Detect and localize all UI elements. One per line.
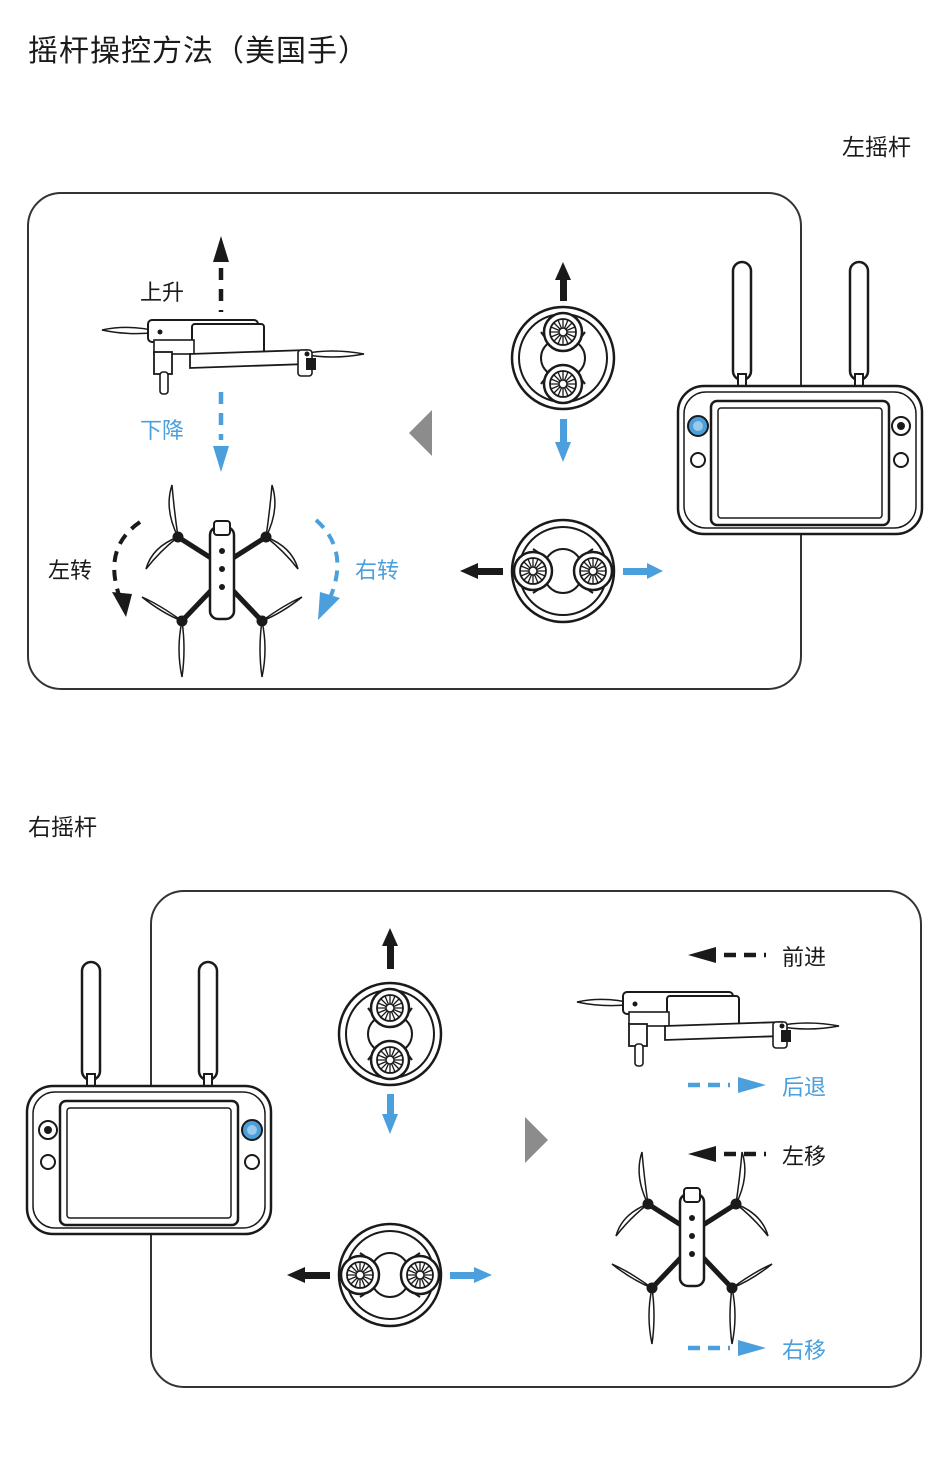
joystick-vertical-icon <box>512 307 614 409</box>
joystick-pitch-up-arrow <box>382 928 398 969</box>
forward-arrow <box>688 947 766 963</box>
joystick-yaw-right-arrow <box>623 563 663 579</box>
drone-top-view-icon <box>142 485 302 677</box>
joystick-vertical-icon-2 <box>339 983 441 1085</box>
drone-top-view-icon-2 <box>612 1152 772 1344</box>
joystick-throttle-down-arrow <box>555 419 571 462</box>
turn-right-arrow <box>316 520 340 620</box>
move-right-arrow <box>688 1340 766 1356</box>
joystick-pitch-down-arrow <box>382 1094 398 1134</box>
descend-arrow <box>213 392 229 472</box>
ascend-arrow <box>213 236 229 312</box>
backward-arrow <box>688 1077 766 1093</box>
drone-side-view-icon-2 <box>577 992 839 1066</box>
joystick-throttle-up-arrow <box>555 262 571 301</box>
direction-triangle-left <box>409 410 432 456</box>
joystick-horizontal-icon-2 <box>339 1224 441 1326</box>
move-left-arrow <box>688 1146 766 1162</box>
joystick-yaw-left-arrow <box>460 563 503 579</box>
joystick-horizontal-icon <box>512 520 614 622</box>
direction-triangle-right <box>525 1117 548 1163</box>
remote-controller-icon-2 <box>27 962 271 1234</box>
joystick-roll-left-arrow <box>287 1267 330 1283</box>
remote-controller-icon <box>678 262 922 534</box>
turn-left-arrow <box>112 522 140 617</box>
joystick-roll-right-arrow <box>450 1267 492 1283</box>
drone-side-view-icon <box>102 320 364 394</box>
